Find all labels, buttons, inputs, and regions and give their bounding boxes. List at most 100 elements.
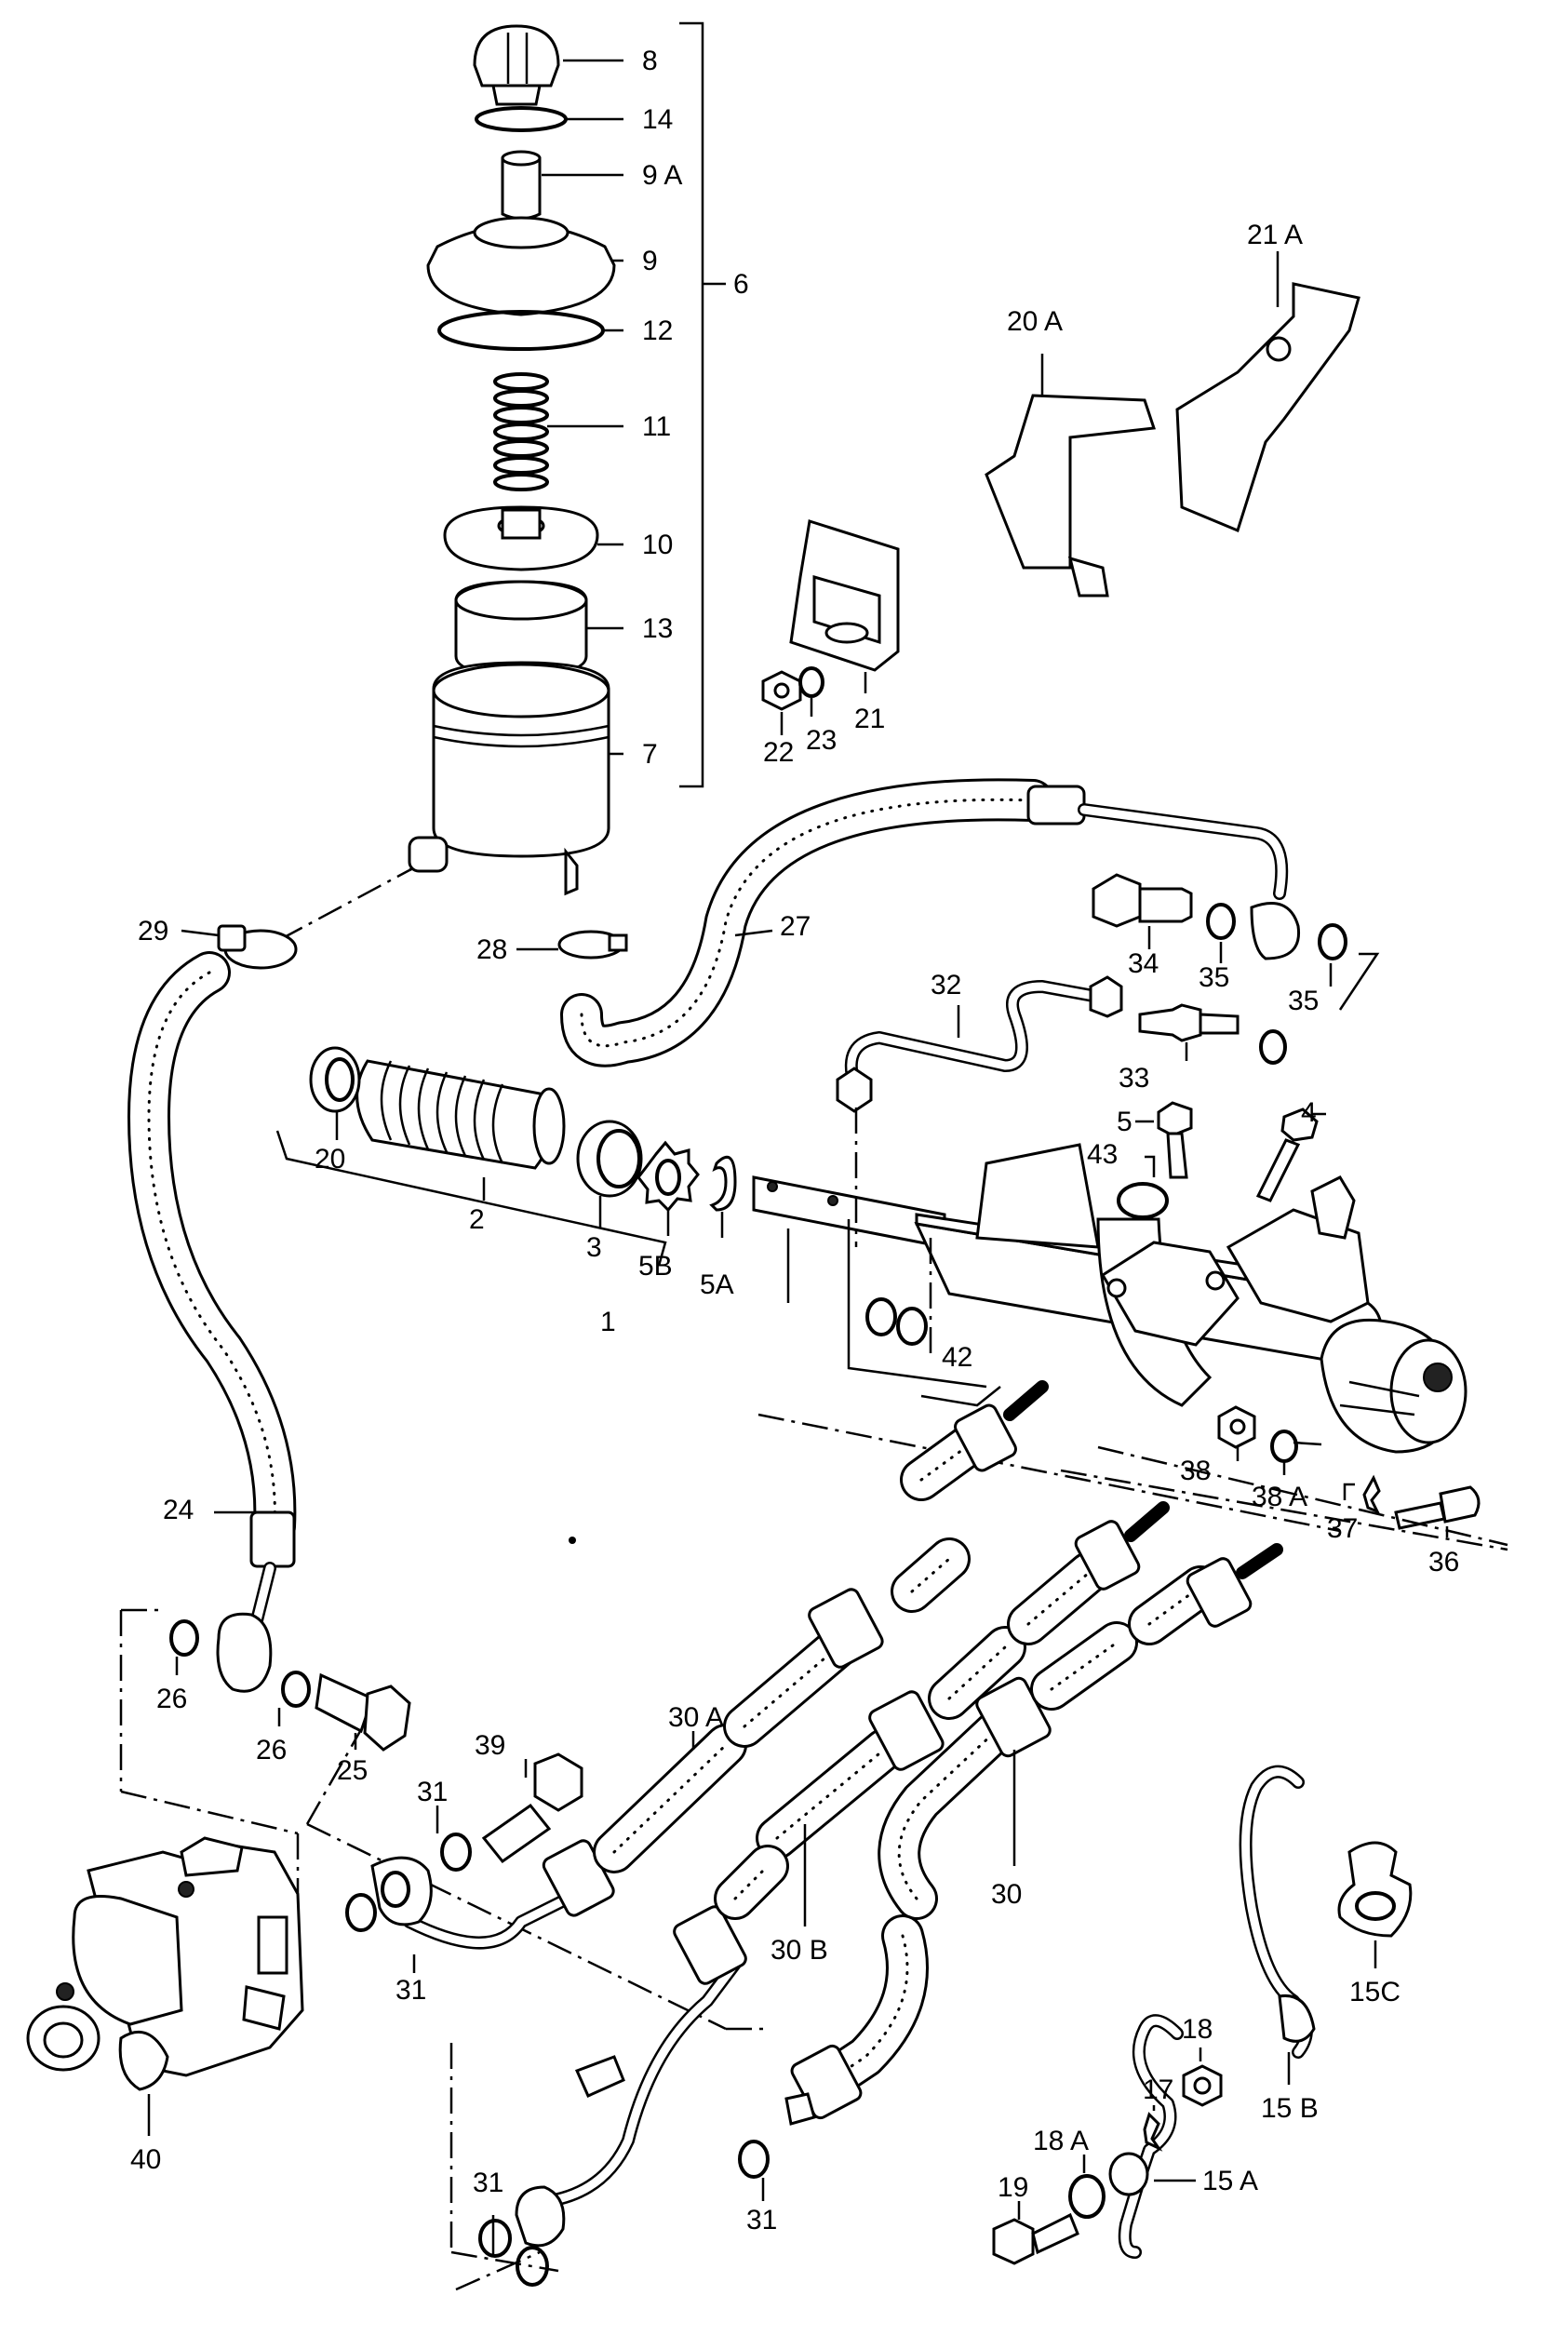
callout-24: 24 bbox=[163, 1495, 194, 1525]
washer-31-e bbox=[516, 2246, 549, 2287]
callout-18: 18 bbox=[1182, 2014, 1213, 2045]
callout-23: 23 bbox=[806, 725, 837, 756]
banjo-fitting-24 bbox=[216, 1612, 273, 1693]
washer-26-b bbox=[281, 1671, 311, 1708]
callout-20A: 20 A bbox=[1007, 306, 1063, 337]
banjo-bolt-25 bbox=[315, 1672, 411, 1752]
o-ring-42-a bbox=[865, 1297, 897, 1336]
washer-35-b bbox=[1318, 923, 1347, 960]
pressure-hose-30A bbox=[370, 1380, 1049, 1950]
washer-35-c bbox=[1259, 1029, 1287, 1065]
callout-5A: 5A bbox=[700, 1269, 734, 1300]
o-ring-42-b bbox=[896, 1307, 928, 1346]
callout-33: 33 bbox=[1119, 1063, 1149, 1094]
callout-3: 3 bbox=[586, 1232, 602, 1263]
bolt-5 bbox=[1157, 1101, 1193, 1179]
banjo-bolt-39 bbox=[481, 1752, 583, 1864]
callout-31-b: 31 bbox=[395, 1975, 426, 2006]
reservoir-lid-9 bbox=[426, 216, 616, 316]
stray-dot bbox=[569, 1537, 576, 1544]
callout-27: 27 bbox=[780, 911, 811, 942]
washer-23 bbox=[798, 666, 824, 698]
washer-31-d bbox=[738, 2140, 770, 2179]
callout-15C: 15C bbox=[1349, 1977, 1400, 2007]
return-hose-27 bbox=[560, 778, 1289, 1067]
callout-6: 6 bbox=[733, 269, 749, 300]
callout-38A: 38 A bbox=[1252, 1482, 1307, 1512]
callout-26-a: 26 bbox=[156, 1684, 187, 1714]
reservoir-7 bbox=[408, 661, 610, 896]
reservoir-cap bbox=[473, 24, 560, 106]
washer-18A bbox=[1068, 2174, 1106, 2219]
callout-35-b: 35 bbox=[1288, 986, 1319, 1016]
o-ring-43 bbox=[1117, 1182, 1169, 1219]
nut-22 bbox=[761, 670, 802, 711]
lock-washer-5B bbox=[637, 1140, 700, 1213]
callout-labels: 8 14 9 A 9 6 12 11 10 13 7 21 A 20 A 21 … bbox=[130, 46, 1459, 2235]
callout-35-a: 35 bbox=[1199, 962, 1229, 993]
callout-22: 22 bbox=[763, 737, 794, 768]
plate-10 bbox=[443, 505, 599, 571]
callout-12: 12 bbox=[642, 315, 673, 346]
callout-30A: 30 A bbox=[668, 1702, 724, 1733]
callout-26-b: 26 bbox=[256, 1735, 287, 1765]
callout-19: 19 bbox=[998, 2172, 1028, 2203]
banjo-fitting-34 bbox=[1092, 873, 1193, 928]
callout-17: 17 bbox=[1143, 2074, 1173, 2105]
clip-15B bbox=[1239, 1765, 1316, 2059]
callout-30B: 30 B bbox=[771, 1935, 828, 1966]
bolt-4 bbox=[1255, 1108, 1319, 1202]
callout-38: 38 bbox=[1180, 1456, 1211, 1486]
callout-20: 20 bbox=[315, 1144, 345, 1175]
callout-36: 36 bbox=[1428, 1547, 1459, 1577]
callout-11: 11 bbox=[642, 411, 671, 442]
callout-42: 42 bbox=[942, 1342, 972, 1373]
bolt-19 bbox=[992, 2212, 1079, 2265]
callout-39: 39 bbox=[475, 1730, 505, 1761]
washer-35-a bbox=[1206, 903, 1236, 940]
group-bracket-6 bbox=[679, 21, 704, 788]
pressure-pipe-lower bbox=[515, 1845, 789, 2248]
washer-31-a bbox=[440, 1833, 472, 1872]
power-steering-pump-40 bbox=[26, 1836, 304, 2091]
callout-8: 8 bbox=[642, 46, 658, 76]
clamp-28 bbox=[557, 930, 628, 960]
callout-34: 34 bbox=[1128, 948, 1159, 979]
callout-7: 7 bbox=[642, 739, 658, 770]
callout-43: 43 bbox=[1087, 1139, 1118, 1170]
bracket-21 bbox=[789, 519, 900, 672]
washer-38A bbox=[1270, 1430, 1298, 1463]
callout-21: 21 bbox=[854, 704, 885, 734]
supply-hose-24 bbox=[127, 951, 297, 1631]
banjo-union bbox=[1250, 902, 1301, 960]
callout-32: 32 bbox=[931, 970, 961, 1000]
union-33 bbox=[1138, 1003, 1240, 1042]
callout-15A: 15 A bbox=[1202, 2166, 1258, 2196]
filter-9A bbox=[501, 150, 542, 221]
washer-31-c bbox=[478, 2219, 512, 2258]
o-ring-14 bbox=[475, 106, 568, 132]
callout-30: 30 bbox=[991, 1879, 1022, 1910]
callout-29: 29 bbox=[138, 916, 168, 946]
boot-ring-20 bbox=[309, 1046, 361, 1113]
spring-washer-37 bbox=[1362, 1474, 1381, 1514]
callout-15B: 15 B bbox=[1261, 2093, 1319, 2124]
nut-18 bbox=[1182, 2064, 1223, 2107]
callout-2: 2 bbox=[469, 1204, 485, 1235]
pressure-hose-30 bbox=[784, 1543, 1283, 2126]
callout-13: 13 bbox=[642, 613, 673, 644]
callout-25: 25 bbox=[337, 1755, 368, 1786]
callout-5: 5 bbox=[1117, 1107, 1132, 1137]
callout-28: 28 bbox=[476, 934, 507, 965]
clip-15A bbox=[1108, 2014, 1184, 2259]
clip-15C bbox=[1337, 1841, 1413, 1938]
washer-17 bbox=[1143, 2112, 1163, 2152]
callout-31-d: 31 bbox=[746, 2205, 777, 2235]
callout-5B: 5B bbox=[638, 1251, 673, 1282]
callout-9A: 9 A bbox=[642, 160, 682, 191]
callout-10: 10 bbox=[642, 530, 673, 560]
clamp-3 bbox=[576, 1120, 643, 1198]
bracket-20A bbox=[985, 394, 1157, 597]
pressure-hose-30B bbox=[756, 1501, 1170, 1859]
callout-37: 37 bbox=[1327, 1513, 1358, 1544]
